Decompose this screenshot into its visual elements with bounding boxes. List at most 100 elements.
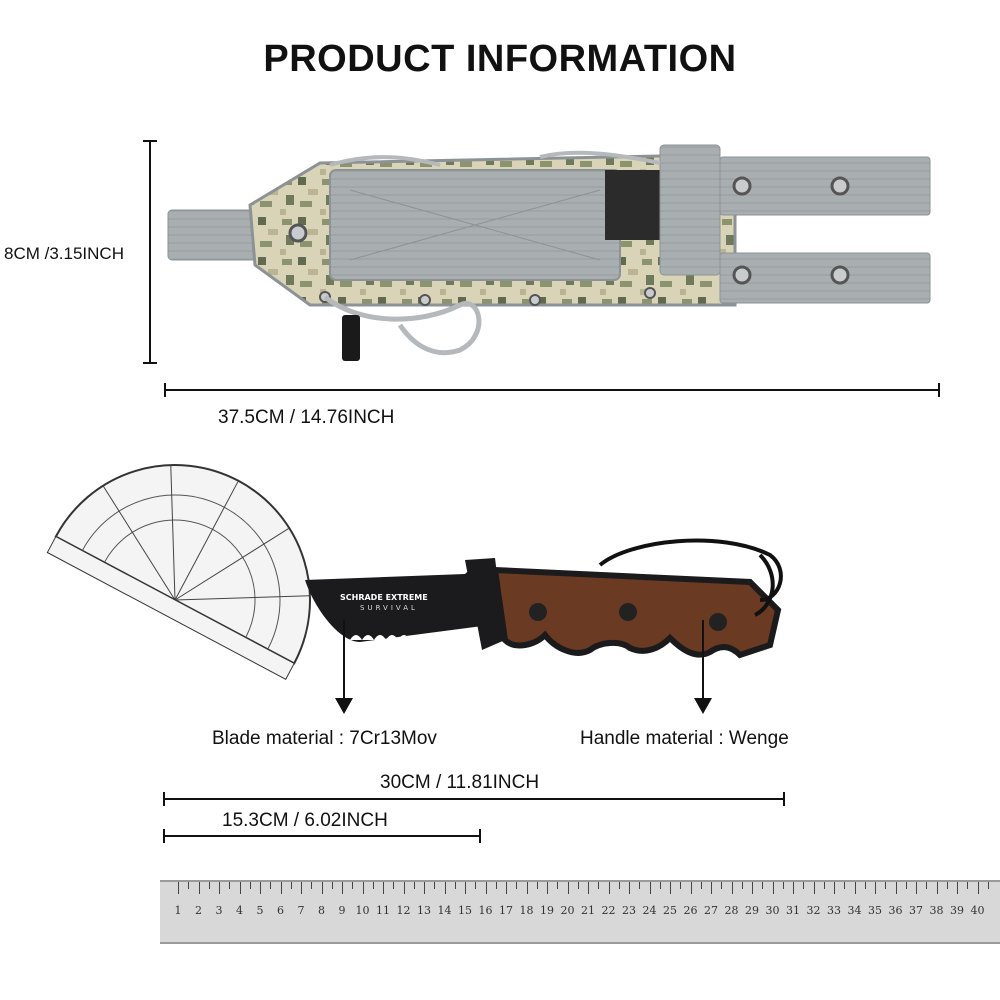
ruler-tick xyxy=(434,882,436,889)
ruler-tick xyxy=(618,882,620,889)
ruler-number: 5 xyxy=(256,904,264,917)
ruler-tick xyxy=(424,882,425,894)
protractor-image xyxy=(46,464,311,680)
ruler-tick xyxy=(926,882,928,889)
ruler-tick xyxy=(731,882,733,894)
ruler-tick xyxy=(547,882,548,894)
handle-material-label: Handle material : Wenge xyxy=(580,728,789,749)
ruler-tick xyxy=(208,882,210,889)
ruler-number: 28 xyxy=(724,904,739,917)
ruler-number: 36 xyxy=(888,904,903,917)
ruler-number: 38 xyxy=(929,904,944,917)
ruler-tick xyxy=(793,882,794,894)
ruler-tick xyxy=(393,882,395,889)
ruler-tick xyxy=(598,882,600,889)
ruler-tick xyxy=(813,882,815,894)
ruler-tick xyxy=(721,882,723,889)
total-length-label: 30CM / 11.81INCH xyxy=(380,772,540,793)
ruler-tick xyxy=(516,882,518,889)
height-dim-bottom-tick xyxy=(143,362,157,364)
ruler-number: 40 xyxy=(970,904,985,917)
blade-dim-line xyxy=(163,835,481,837)
ruler-tick xyxy=(700,882,702,889)
ruler-tick xyxy=(372,882,374,889)
blade-dim-right-tick xyxy=(479,829,481,843)
ruler-number: 16 xyxy=(478,904,493,917)
ruler-number: 23 xyxy=(622,904,636,917)
ruler-tick xyxy=(875,882,876,894)
ruler-tick xyxy=(475,882,477,889)
ruler-tick xyxy=(352,882,354,889)
ruler-tick xyxy=(690,882,692,894)
length-dim-right-tick xyxy=(938,383,940,397)
height-dim-line xyxy=(149,140,151,364)
ruler-number: 26 xyxy=(683,904,698,917)
ruler-tick xyxy=(444,882,446,894)
blade-material-label: Blade material : 7Cr13Mov xyxy=(212,728,437,749)
sheath-image xyxy=(167,144,931,361)
ruler-tick xyxy=(639,882,641,889)
knife-image: SCHRADE EXTREME SURVIVAL xyxy=(305,538,783,659)
knife-brand-text: SCHRADE EXTREME xyxy=(340,593,428,602)
ruler-tick xyxy=(219,882,220,894)
blade-arrow-icon xyxy=(335,698,353,714)
ruler-tick xyxy=(383,882,384,894)
ruler-tick xyxy=(977,882,979,894)
ruler-tick xyxy=(557,882,559,889)
ruler-number: 29 xyxy=(745,904,759,917)
ruler-tick xyxy=(239,882,241,894)
ruler-tick xyxy=(762,882,764,889)
ruler-tick xyxy=(752,882,753,894)
ruler-tick xyxy=(321,882,323,894)
ruler-tick xyxy=(403,882,405,894)
ruler-tick xyxy=(495,882,497,889)
ruler-tick xyxy=(844,882,846,889)
ruler-tick xyxy=(772,882,774,894)
ruler-tick xyxy=(567,882,569,894)
ruler-number: 11 xyxy=(376,904,390,917)
ruler-tick xyxy=(178,882,179,894)
ruler-tick xyxy=(311,882,313,889)
ruler-number: 17 xyxy=(499,904,513,917)
ruler-tick xyxy=(331,882,333,889)
ruler-number: 35 xyxy=(868,904,882,917)
ruler-tick xyxy=(485,882,487,894)
length-dim-line xyxy=(164,389,940,391)
ruler-number: 10 xyxy=(355,904,370,917)
blade-arrow-line xyxy=(343,620,345,700)
ruler-tick xyxy=(465,882,466,894)
handle-arrow-icon xyxy=(694,698,712,714)
ruler-tick xyxy=(188,882,190,889)
ruler-tick xyxy=(659,882,661,889)
ruler-tick xyxy=(577,882,579,889)
ruler-number: 25 xyxy=(663,904,677,917)
ruler-tick xyxy=(198,882,200,894)
ruler-number: 3 xyxy=(215,904,223,917)
handle-arrow-line xyxy=(702,620,704,700)
ruler-tick xyxy=(680,882,682,889)
ruler-number: 4 xyxy=(236,904,243,917)
ruler-number: 13 xyxy=(417,904,431,917)
ruler-tick xyxy=(885,882,887,889)
ruler-tick xyxy=(905,882,907,889)
ruler-tick xyxy=(895,882,897,894)
ruler-tick xyxy=(536,882,538,889)
ruler-tick xyxy=(506,882,507,894)
ruler-number: 30 xyxy=(765,904,780,917)
ruler-tick xyxy=(229,882,231,889)
ruler-tick xyxy=(957,882,958,894)
ruler-number: 6 xyxy=(277,904,284,917)
ruler-number: 2 xyxy=(195,904,202,917)
ruler-tick xyxy=(711,882,712,894)
ruler-number: 15 xyxy=(458,904,472,917)
ruler-number: 27 xyxy=(704,904,718,917)
ruler-tick xyxy=(916,882,917,894)
ruler-tick xyxy=(526,882,528,894)
ruler-number: 20 xyxy=(560,904,575,917)
ruler-tick xyxy=(987,882,989,889)
ruler-tick xyxy=(936,882,938,894)
ruler-number: 34 xyxy=(847,904,862,917)
ruler-tick xyxy=(741,882,743,889)
ruler-number: 24 xyxy=(642,904,657,917)
